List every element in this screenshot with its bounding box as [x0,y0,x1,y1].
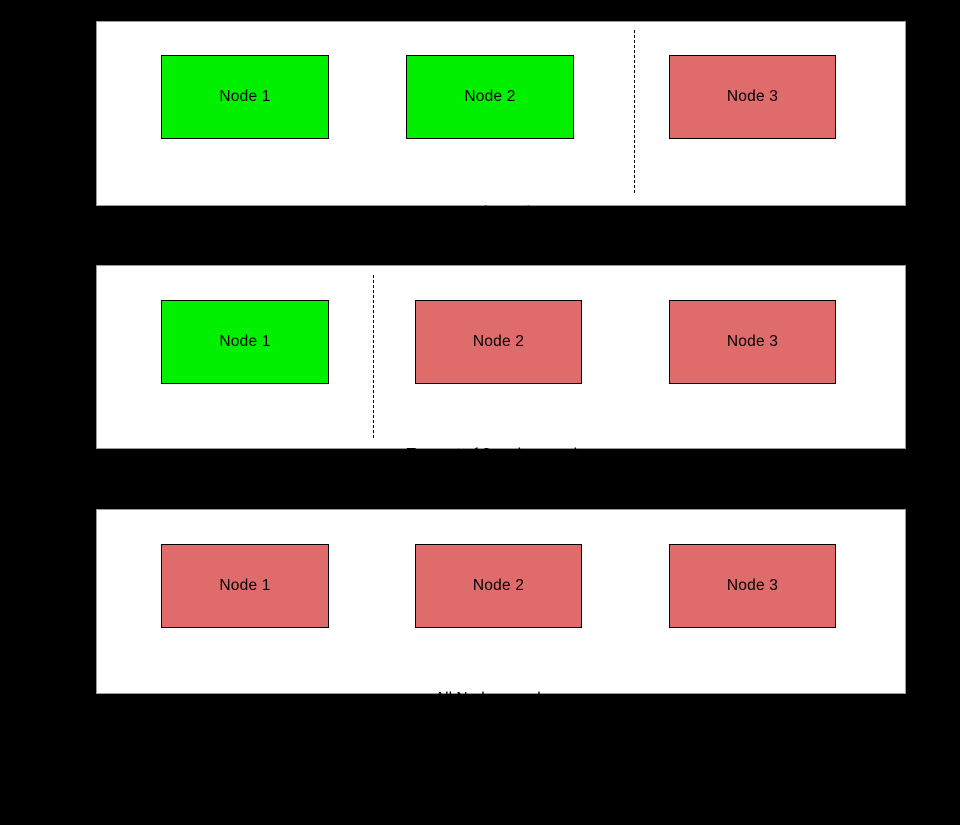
panel1-caption-line1: Two out of 3 nodes are up [415,204,595,221]
node-label: Node 2 [472,577,525,594]
node-label: Node 1 [219,88,271,105]
panel-all-nodes-down: Node 1 Node 2 Node 3 All Nodes are down … [96,509,906,776]
panel2-caption-line1: Two out of 3 nodes are down [406,446,606,463]
node-box-panel1-node2: Node 2 [406,55,574,139]
node-label: Node 3 [726,333,779,350]
node-label: Node 2 [472,333,525,350]
node-label: Node 2 [464,88,516,105]
panel-two-nodes-down: Node 1 Node 2 Node 3 Two out of 3 nodes … [96,265,906,532]
node-box-panel3-node2: Node 2 [415,544,582,628]
node-box-panel2-node1: Node 1 [161,300,329,384]
panel3-caption-line1: All Nodes are down [434,690,570,707]
node-box-panel2-node3: Node 3 [669,300,836,384]
panel-two-nodes-up: Node 1 Node 2 Node 3 Two out of 3 nodes … [96,21,906,290]
panel3-caption: All Nodes are down Majority Fails & Clus… [202,641,802,825]
quorum-divider-panel1 [634,30,635,193]
node-box-panel3-node1: Node 1 [161,544,329,628]
node-label: Node 1 [219,577,271,594]
node-box-panel1-node3: Node 3 [669,55,836,139]
node-label: Node 3 [726,88,779,105]
node-label: Node 3 [726,577,779,594]
node-box-panel3-node3: Node 3 [669,544,836,628]
quorum-divider-panel2 [373,275,374,438]
node-label: Node 1 [219,333,271,350]
node-box-panel1-node1: Node 1 [161,55,329,139]
panel3-caption-line2: Majority Fails & Cluster Stops [400,759,604,776]
node-box-panel2-node2: Node 2 [415,300,582,384]
